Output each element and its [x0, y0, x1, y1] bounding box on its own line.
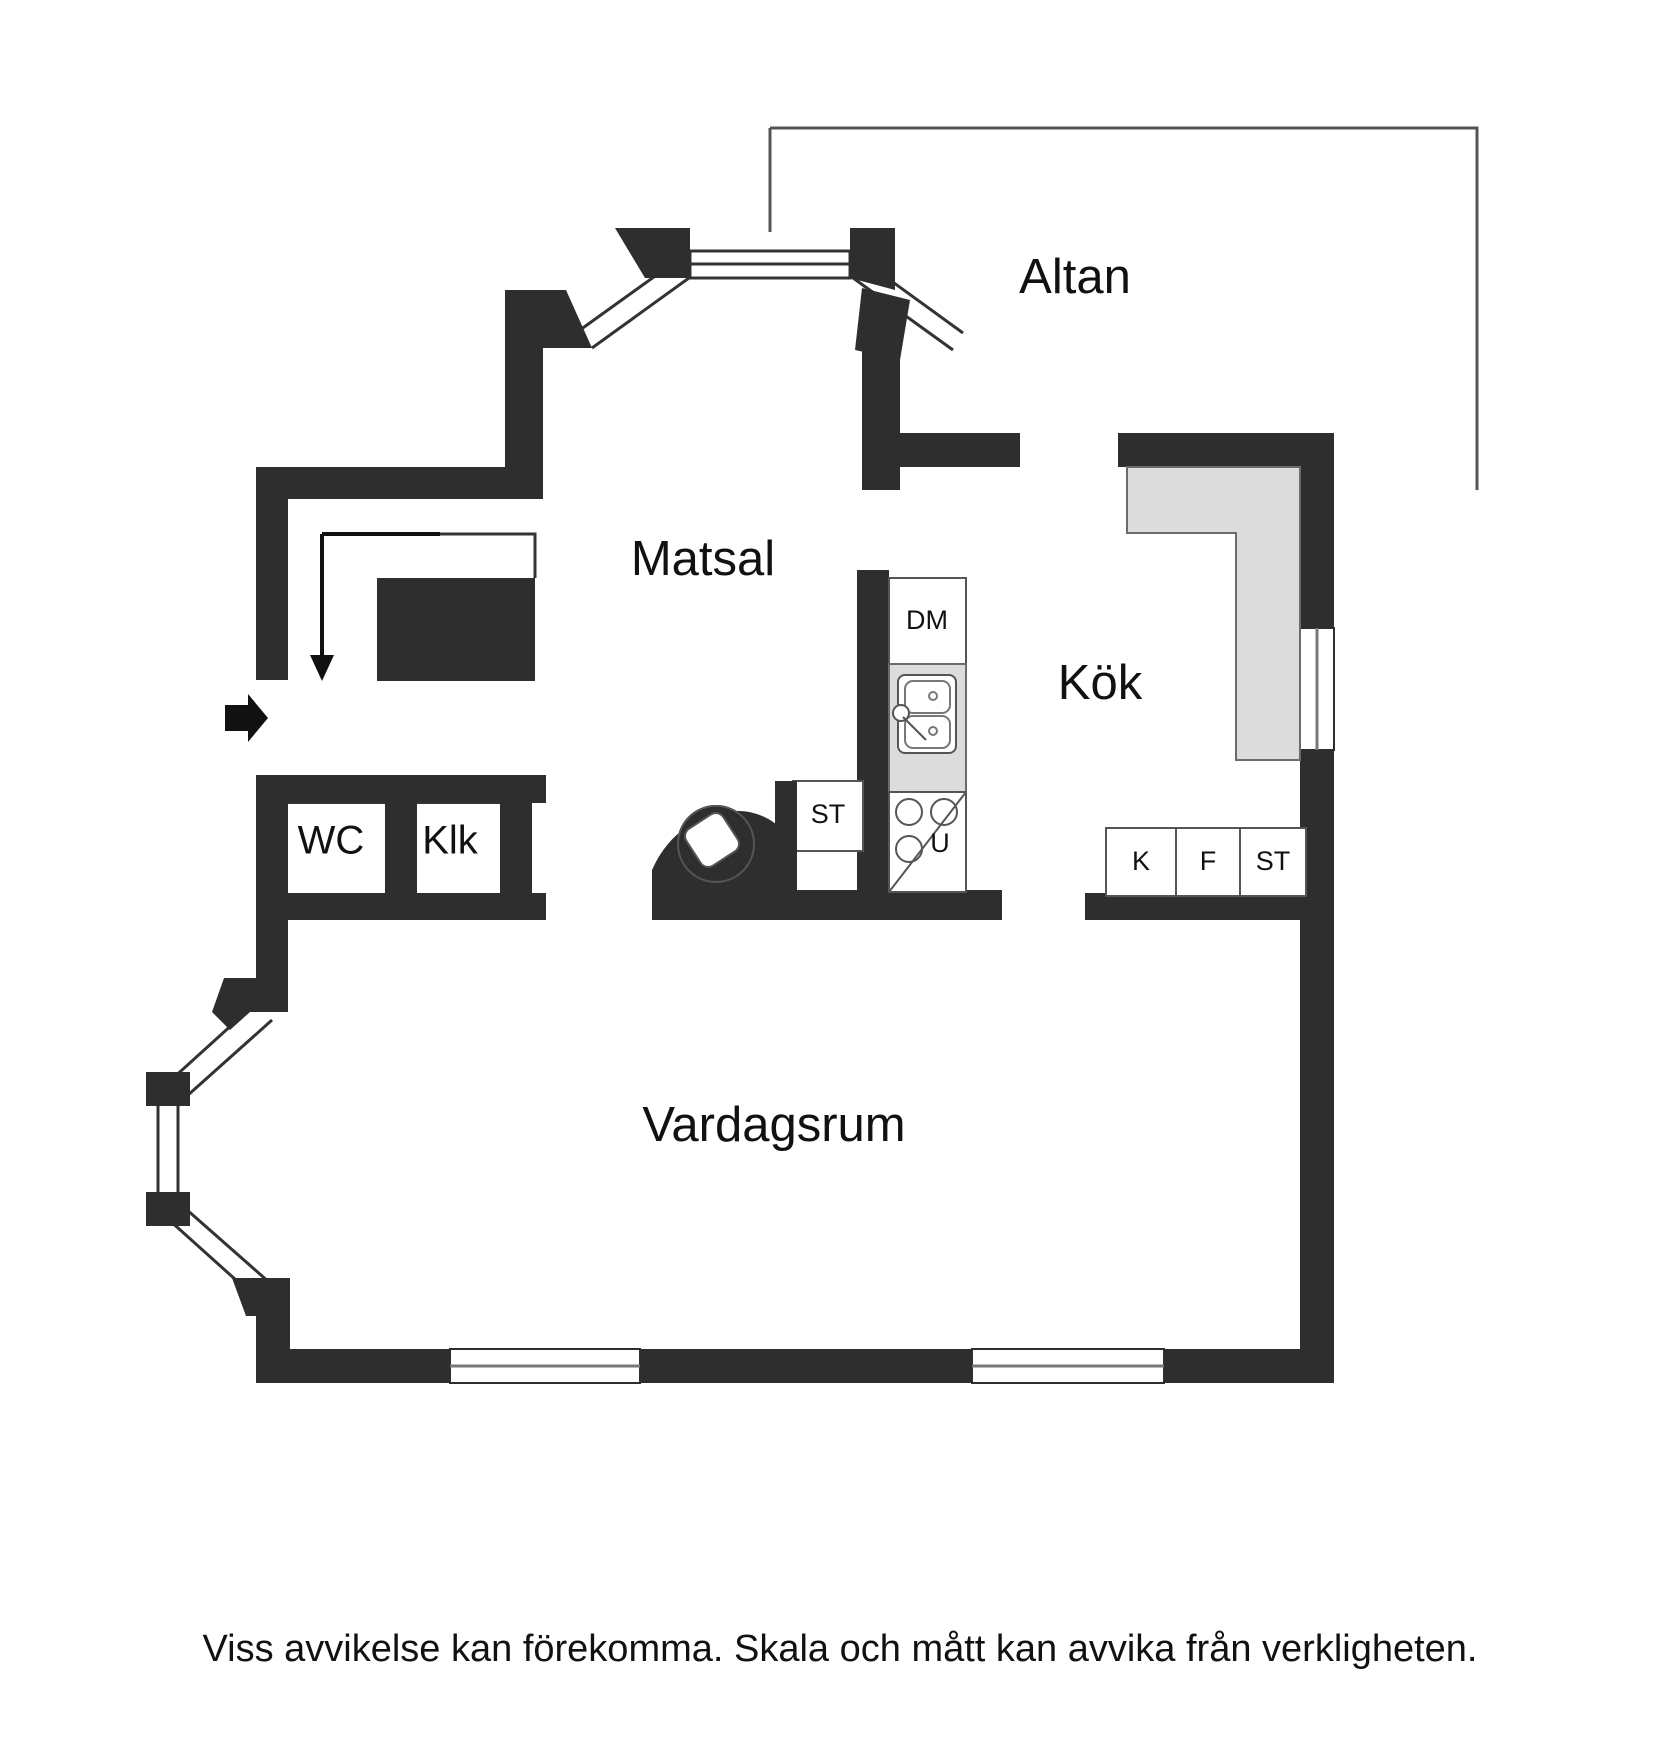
altan-outline: [770, 126, 1479, 490]
room-label-kok: Kök: [1058, 656, 1143, 710]
lower-bay-pane-upper-inner: [177, 1018, 273, 1106]
wall-kok-right-upper: [1300, 433, 1334, 628]
fireplace-door: [684, 812, 740, 868]
stove-diagonal: [888, 791, 967, 893]
sink-drain-lower: [928, 726, 938, 736]
entrance-arrow-icon: [225, 694, 268, 742]
bay-window-pane-center-upper: [688, 249, 852, 266]
bay-window-pane-center-lower: [688, 262, 852, 280]
appliance-label-fridge-f: F: [1200, 846, 1217, 876]
door-swing-arrow-group: [310, 532, 440, 681]
sink-drain-upper: [928, 691, 938, 701]
hall-cabinet-outline: [330, 532, 537, 578]
door-swing-arrow-head: [310, 655, 334, 681]
sink-bowl-lower: [904, 715, 951, 749]
kok-right-window-group: [1299, 627, 1335, 751]
kitchen-counter-l-shape: [1126, 466, 1301, 761]
wall-klk-right: [500, 775, 532, 893]
appliance-label-dishwasher: DM: [906, 605, 948, 635]
room-label-klk: Klk: [422, 819, 479, 863]
bay-wall-node-right: [850, 228, 895, 290]
bay-window-pane-left-inner: [591, 268, 701, 350]
sink-faucet-spout: [902, 716, 927, 741]
kok-cabinet-row-group: [1105, 827, 1307, 897]
lower-bay-node-mid-lower: [146, 1192, 190, 1226]
wall-hall-top: [256, 467, 543, 499]
lower-bay-node-mid-upper: [146, 1072, 190, 1106]
appliance-label-storage-matsal: ST: [811, 799, 846, 829]
lower-bay-pane-lower-inner: [177, 1200, 271, 1285]
wall-matsal-altan-divider: [862, 433, 1020, 467]
stove-burner-top-right: [930, 798, 958, 826]
vardagsrum-bay-window-group: [146, 978, 290, 1316]
room-label-altan: Altan: [1019, 250, 1131, 304]
sink-faucet-base: [892, 704, 910, 722]
bay-wall-node-left: [615, 228, 690, 278]
wall-hall-left: [256, 467, 288, 680]
disclaimer-text: Viss avvikelse kan förekomma. Skala och …: [202, 1628, 1478, 1670]
wall-hall-closet-block: [377, 578, 535, 681]
wall-wc-left: [256, 775, 288, 910]
appliance-label-storage-kok: ST: [1256, 846, 1291, 876]
altan-outline-group: [768, 126, 1479, 490]
wall-matsal-left-upper: [505, 290, 543, 475]
lower-bay-node-bottom: [232, 1278, 290, 1316]
room-label-wc: WC: [298, 819, 365, 863]
wall-kok-top: [1118, 433, 1333, 467]
stove-burner-bottom-left: [895, 835, 923, 863]
fireplace-group: [652, 805, 795, 892]
sink-bowl-upper: [904, 680, 951, 714]
fireplace-outline: [677, 805, 755, 883]
wall-vardagsrum-bottom: [256, 1349, 1334, 1383]
vardagsrum-bottom-windows-group: [449, 1348, 1165, 1384]
wall-wc-klk-divider: [385, 775, 417, 893]
entrance-arrow-group: [225, 694, 268, 742]
lower-bay-node-top: [212, 978, 288, 1030]
kitchen-counter-group: [1126, 466, 1301, 761]
appliance-label-oven: U: [930, 828, 950, 858]
dishwasher-box: [888, 577, 967, 665]
wall-matsal-bottom: [652, 890, 1002, 920]
room-label-matsal: Matsal: [631, 532, 775, 586]
wall-kok-bottom: [1085, 893, 1334, 920]
stove-burner-top-left: [895, 798, 923, 826]
storage-matsal-box: [792, 780, 864, 852]
wall-wc-klk-bottom: [256, 893, 546, 920]
room-label-vardagsrum: Vardagsrum: [642, 1098, 905, 1152]
storage-kok-box: [1239, 827, 1307, 897]
appliance-label-cabinet-k: K: [1132, 846, 1150, 876]
